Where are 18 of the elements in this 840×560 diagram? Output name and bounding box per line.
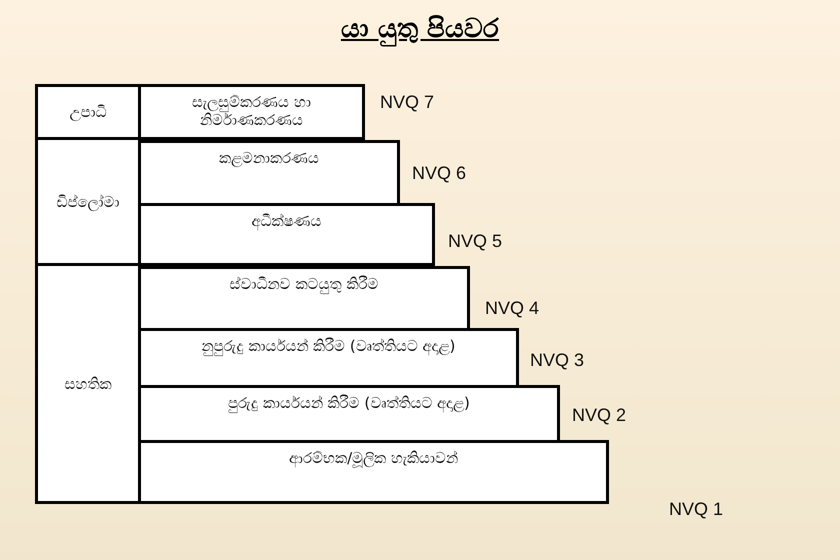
level-box: නුපුරුදු කාර්යයන් කිරීම (වෘත්තියට අදාළ)	[138, 328, 519, 388]
category-box: සහතික	[35, 263, 141, 504]
level-box: කළමනාකරණය	[138, 140, 400, 206]
level-label: NVQ 2	[572, 405, 626, 426]
level-label: NVQ 1	[669, 499, 724, 520]
level-label: NVQ 4	[485, 298, 540, 319]
category-box: ඩිප්ලෝමා	[35, 137, 141, 266]
level-label: NVQ 6	[412, 163, 466, 184]
level-box: පුරුදු කාර්යයන් කිරීම (වෘත්තියට අදාළ)	[138, 385, 560, 443]
category-box: උපාධි	[35, 84, 141, 140]
level-box: අධීක්ෂණය	[138, 203, 435, 266]
level-label: NVQ 5	[448, 231, 502, 252]
level-box: සැලසුම්කරණය හා නිර්මාණකරණය	[138, 84, 365, 140]
level-box: ස්වාධීනව කටයුතු කිරීම	[138, 266, 470, 331]
level-label: NVQ 3	[530, 350, 584, 371]
title: යා යුතු පියවර	[340, 14, 500, 44]
level-box: ආරම්භක/මූලික හැකියාවන්	[138, 440, 609, 504]
level-label: NVQ 7	[380, 92, 434, 113]
